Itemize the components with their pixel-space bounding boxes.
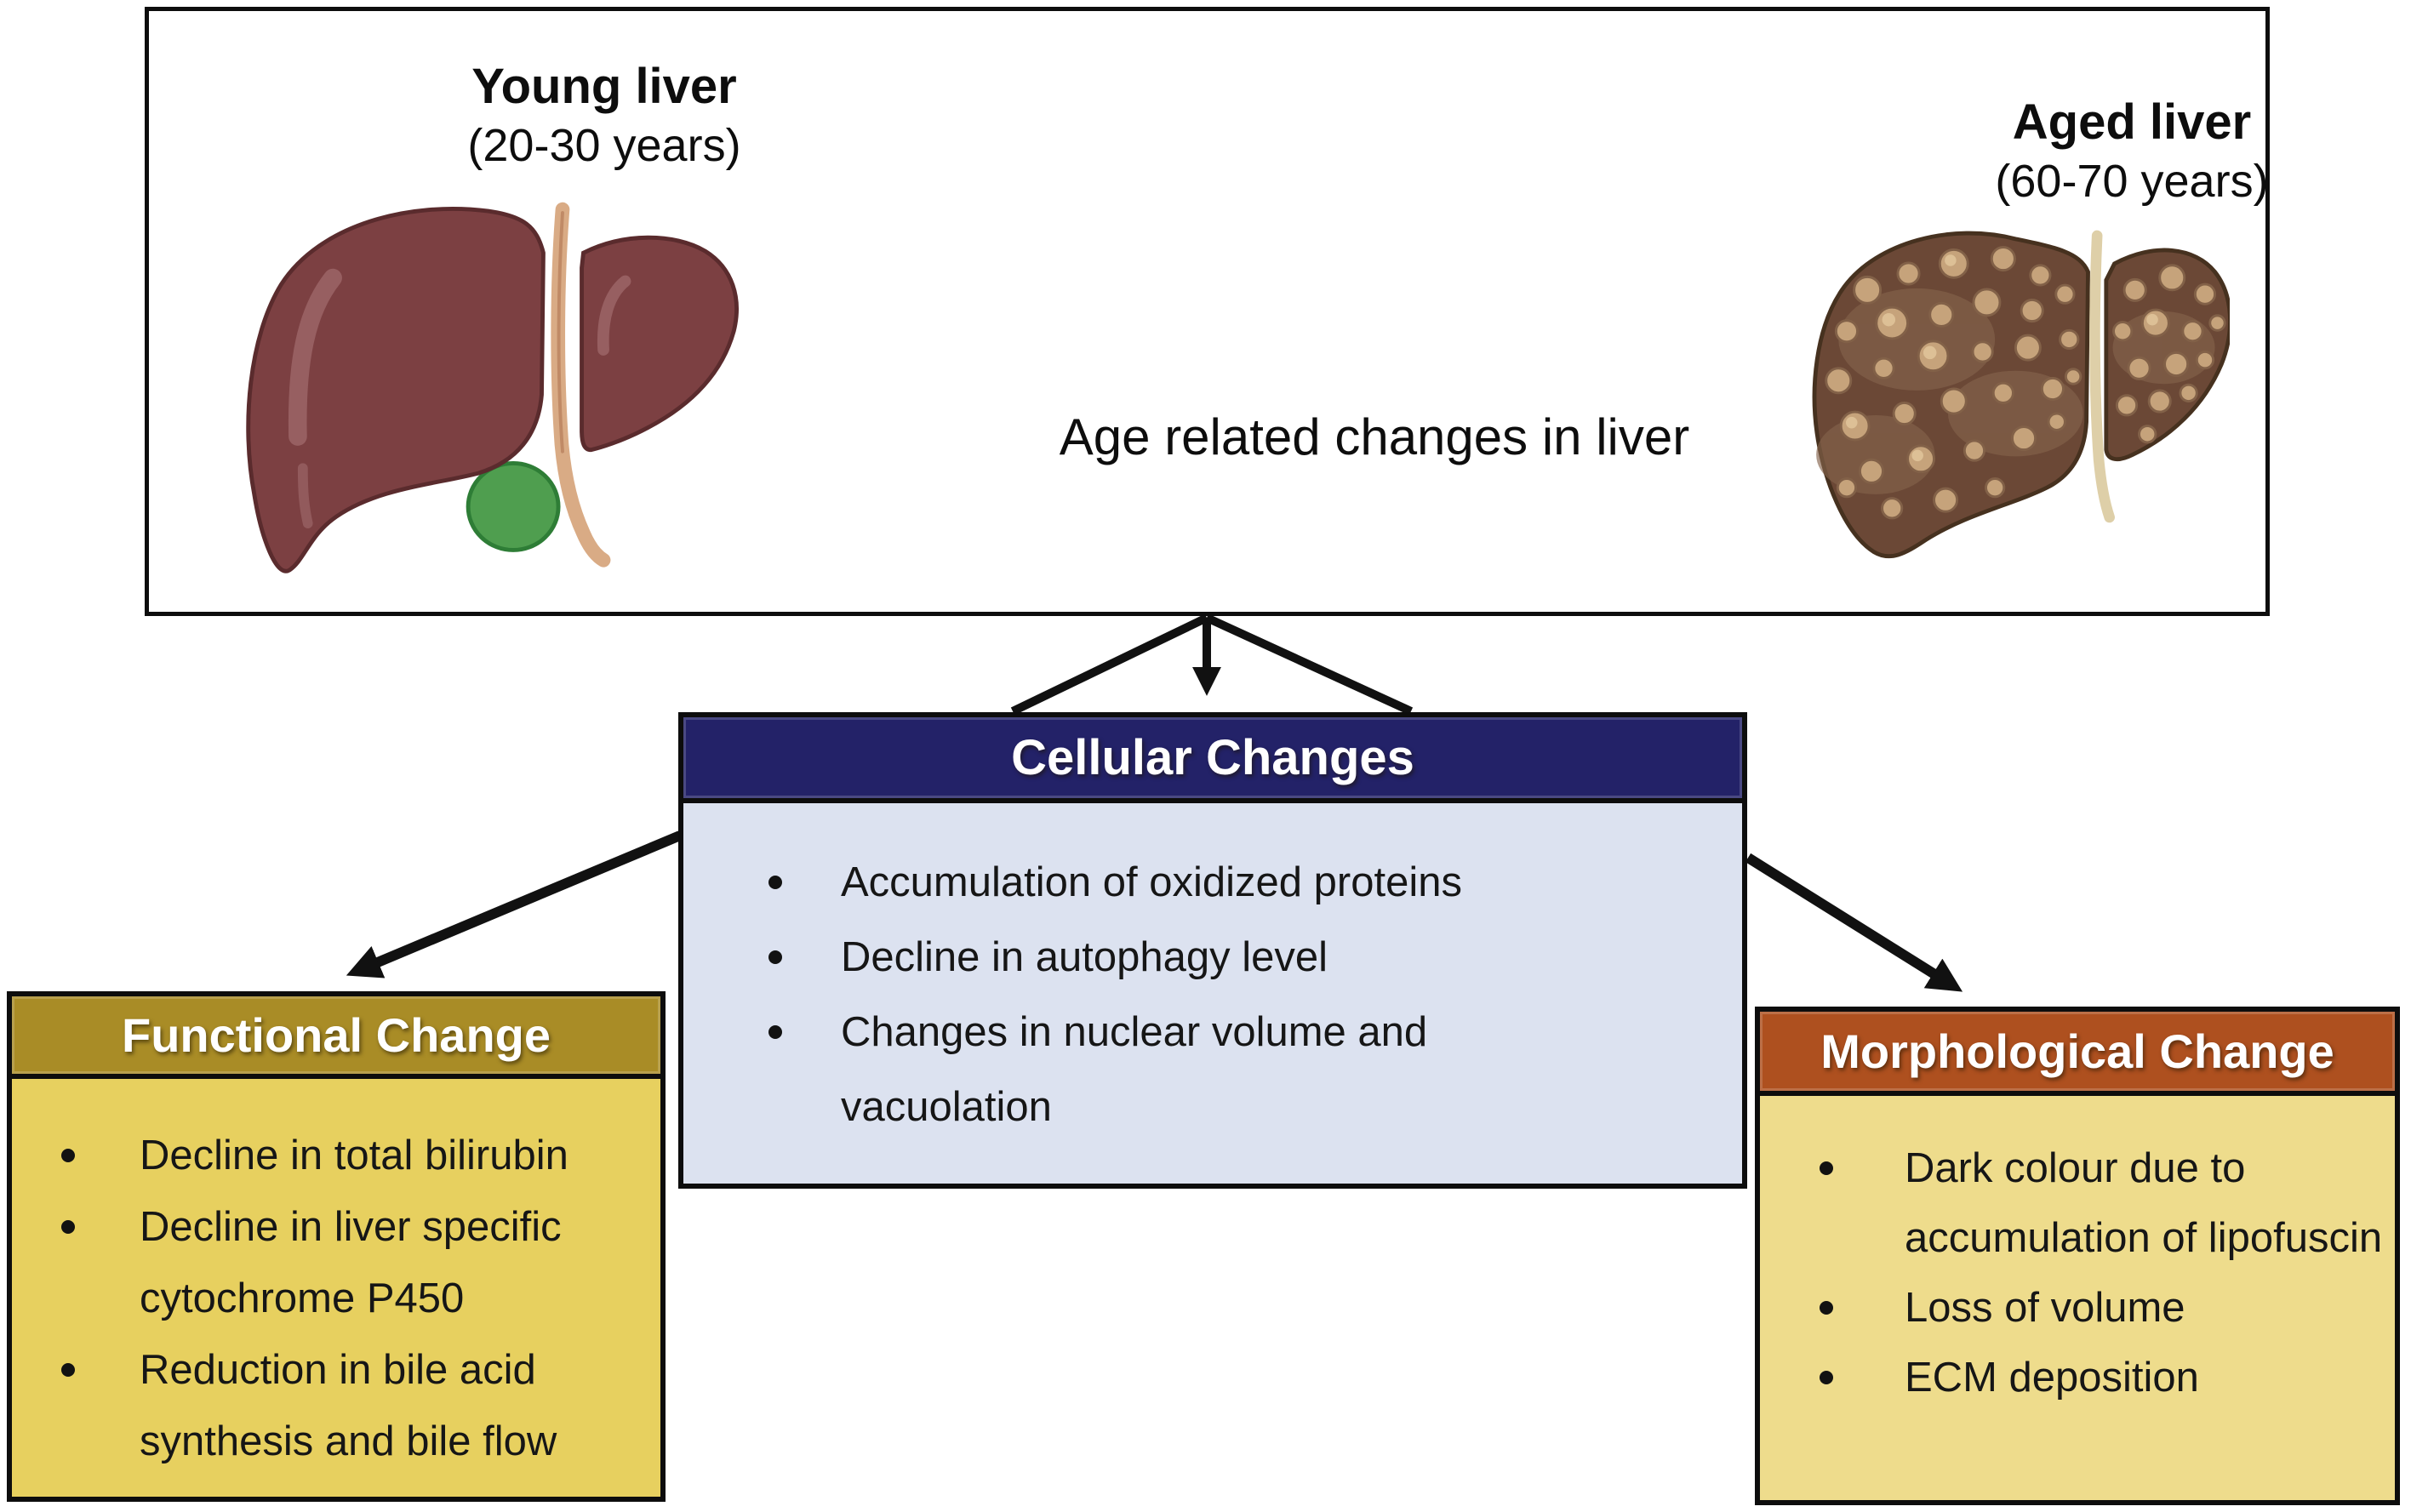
list-item: Loss of volume xyxy=(1820,1273,2390,1343)
aged-falciform-ligament xyxy=(2089,230,2115,523)
liver-highlight-left xyxy=(288,268,342,446)
aged-liver-nodules xyxy=(1825,246,2226,520)
arrow-cellular-to-morphological xyxy=(1745,853,1963,992)
young-liver-caption: Young liver (20-30 years) xyxy=(379,59,830,172)
cellular-changes-box: Cellular Changes Accumulation of oxidize… xyxy=(678,712,1747,1189)
morphological-change-header: Morphological Change xyxy=(1760,1012,2395,1096)
list-item: ECM deposition xyxy=(1820,1343,2390,1412)
cellular-changes-header: Cellular Changes xyxy=(683,717,1742,803)
liver-highlight-right xyxy=(597,275,631,356)
cellular-changes-list: Accumulation of oxidized proteins Declin… xyxy=(683,803,1573,1144)
list-item: Decline in autophagy level xyxy=(768,920,1573,995)
aged-liver-caption: Aged liver (60-70 years) xyxy=(1912,94,2351,208)
fan-line-right xyxy=(1204,613,1414,716)
list-item: Decline in liver specific cytochrome P45… xyxy=(61,1191,652,1334)
falciform-ligament-core xyxy=(557,211,564,454)
young-liver-age-range: (20-30 years) xyxy=(467,119,741,171)
aged-liver-age-range: (60-70 years) xyxy=(1995,155,2269,207)
fan-line-left xyxy=(1010,613,1209,716)
transition-arrow-label: Age related changes in liver xyxy=(1059,408,1690,465)
young-liver-title: Young liver xyxy=(471,59,737,114)
list-item: Decline in total bilirubin xyxy=(61,1120,652,1191)
morphological-change-list: Dark colour due to accumulation of lipof… xyxy=(1760,1096,2395,1412)
functional-change-list: Decline in total bilirubin Decline in li… xyxy=(12,1079,660,1477)
list-item: Changes in nuclear volume and vacuolatio… xyxy=(768,995,1573,1144)
liver-highlight-left2 xyxy=(297,463,313,528)
aged-liver-title: Aged liver xyxy=(2012,94,2252,150)
list-item: Reduction in bile acid synthesis and bil… xyxy=(61,1334,652,1477)
list-item: Accumulation of oxidized proteins xyxy=(768,845,1573,920)
aged-liver-nodule-highlights xyxy=(1845,254,2158,462)
functional-change-box: Functional Change Decline in total bilir… xyxy=(7,991,666,1502)
arrow-cellular-to-functional xyxy=(346,830,683,979)
gallbladder xyxy=(466,460,561,552)
morphological-change-box: Morphological Change Dark colour due to … xyxy=(1755,1007,2400,1505)
list-item: Dark colour due to accumulation of lipof… xyxy=(1820,1133,2390,1273)
functional-change-header: Functional Change xyxy=(12,996,660,1079)
aged-liver-illustration xyxy=(1812,230,2230,559)
young-liver-illustration xyxy=(246,202,739,573)
